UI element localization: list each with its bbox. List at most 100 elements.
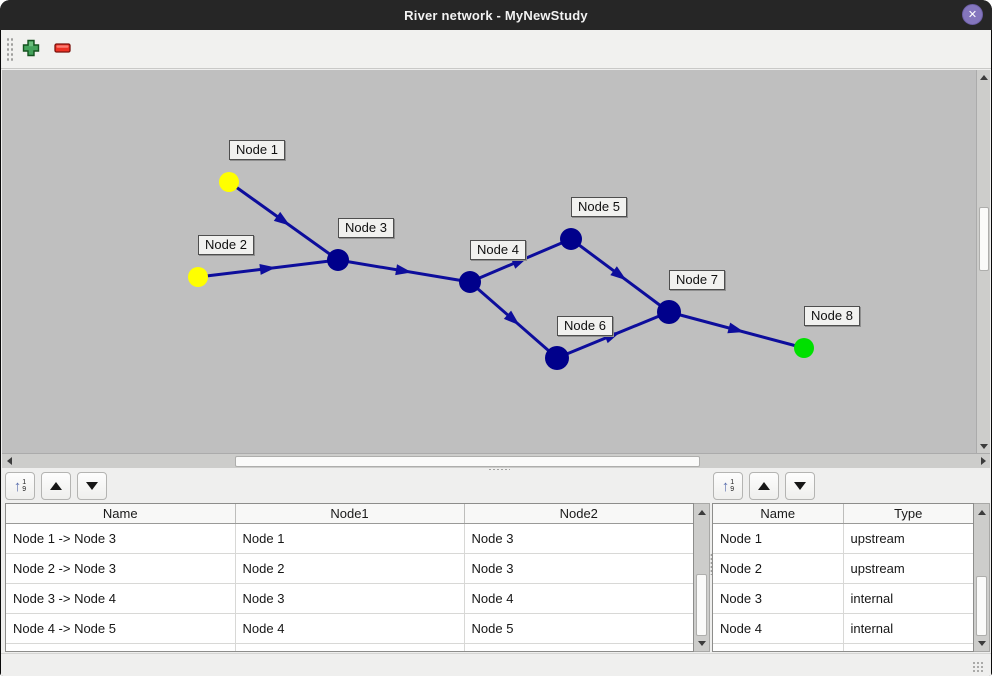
node-label-node-2[interactable]: Node 2 bbox=[198, 235, 254, 255]
canvas-horizontal-scrollbar[interactable] bbox=[2, 453, 990, 468]
edge-arrow-icon bbox=[273, 211, 291, 226]
node-node-6[interactable] bbox=[545, 346, 569, 370]
table-cell bbox=[843, 643, 973, 651]
scroll-down-icon[interactable] bbox=[977, 439, 991, 453]
node-node-2[interactable] bbox=[188, 267, 208, 287]
table-cell[interactable]: Node 1 bbox=[713, 523, 844, 554]
node-node-1[interactable] bbox=[219, 172, 239, 192]
table-cell[interactable]: Node 4 bbox=[713, 613, 844, 644]
scroll-left-icon[interactable] bbox=[2, 454, 16, 468]
links-move-down-button[interactable] bbox=[77, 472, 107, 500]
table-cell[interactable]: Node 3 bbox=[464, 553, 693, 584]
table-cell[interactable]: Node 2 bbox=[713, 553, 844, 584]
table-cell[interactable]: internal bbox=[843, 583, 973, 614]
table-cell[interactable]: Node 2 -> Node 3 bbox=[6, 553, 236, 584]
canvas-vertical-scrollbar[interactable] bbox=[976, 70, 990, 453]
scroll-up-icon[interactable] bbox=[694, 505, 709, 519]
scroll-up-icon[interactable] bbox=[974, 505, 989, 519]
scroll-down-icon[interactable] bbox=[974, 636, 989, 650]
table-cell[interactable]: Node 3 bbox=[235, 583, 465, 614]
edge-arrow-icon bbox=[259, 264, 276, 275]
nodes-table-scrollbar[interactable] bbox=[974, 503, 990, 652]
node-label-node-3[interactable]: Node 3 bbox=[338, 218, 394, 238]
node-node-4[interactable] bbox=[459, 271, 481, 293]
node-label-node-6[interactable]: Node 6 bbox=[557, 316, 613, 336]
links-table-scrollbar[interactable] bbox=[694, 503, 710, 652]
scroll-up-icon[interactable] bbox=[977, 70, 991, 84]
table-cell[interactable]: Node 3 bbox=[464, 523, 693, 554]
window-title: River network - MyNewStudy bbox=[404, 7, 588, 23]
edge-arrow-icon bbox=[727, 322, 745, 334]
panel-splitter-handle[interactable] bbox=[488, 468, 510, 471]
close-button[interactable]: ✕ bbox=[962, 4, 983, 25]
column-header-name[interactable]: Name bbox=[713, 504, 844, 524]
column-header-node2[interactable]: Node2 bbox=[464, 504, 693, 524]
add-icon bbox=[22, 39, 40, 57]
nodes-move-down-button[interactable] bbox=[785, 472, 815, 500]
node-label-node-8[interactable]: Node 8 bbox=[804, 306, 860, 326]
node-node-8[interactable] bbox=[794, 338, 814, 358]
node-label-node-5[interactable]: Node 5 bbox=[571, 197, 627, 217]
table-cell bbox=[713, 643, 844, 651]
node-label-node-1[interactable]: Node 1 bbox=[229, 140, 285, 160]
links-scroll-thumb[interactable] bbox=[696, 574, 707, 636]
column-header-name[interactable]: Name bbox=[6, 504, 236, 524]
column-header-type[interactable]: Type bbox=[843, 504, 973, 524]
vertical-scroll-thumb[interactable] bbox=[979, 207, 989, 271]
window-resize-grip[interactable] bbox=[972, 661, 984, 673]
network-diagram bbox=[188, 172, 814, 370]
table-cell[interactable]: upstream bbox=[843, 553, 973, 584]
move-up-icon bbox=[50, 482, 62, 490]
edge-arrow-icon bbox=[503, 310, 520, 326]
node-node-3[interactable] bbox=[327, 249, 349, 271]
table-cell[interactable]: internal bbox=[843, 613, 973, 644]
edge-arrow-icon bbox=[610, 266, 627, 281]
column-header-node1[interactable]: Node1 bbox=[235, 504, 465, 524]
table-cell[interactable]: Node 3 -> Node 4 bbox=[6, 583, 236, 614]
table-cell[interactable]: Node 4 bbox=[235, 613, 465, 644]
table-cell[interactable]: Node 1 -> Node 3 bbox=[6, 523, 236, 554]
node-node-5[interactable] bbox=[560, 228, 582, 250]
links-move-up-button[interactable] bbox=[41, 472, 71, 500]
node-label-node-4[interactable]: Node 4 bbox=[470, 240, 526, 260]
scroll-down-icon[interactable] bbox=[694, 636, 709, 650]
table-cell[interactable]: Node 3 bbox=[713, 583, 844, 614]
table-cell[interactable]: Node 4 -> Node 5 bbox=[6, 613, 236, 644]
toolbar-drag-handle[interactable] bbox=[6, 37, 13, 61]
node-node-7[interactable] bbox=[657, 300, 681, 324]
table-cell[interactable]: upstream bbox=[843, 523, 973, 554]
title-bar[interactable]: River network - MyNewStudy ✕ bbox=[0, 0, 992, 30]
nodes-scroll-thumb[interactable] bbox=[976, 576, 987, 636]
network-canvas[interactable]: Node 1 Node 2 Node 3 Node 4 Node 5 Node 6 Node… bbox=[2, 70, 976, 453]
table-cell[interactable]: Node 4 bbox=[464, 583, 693, 614]
scroll-right-icon[interactable] bbox=[976, 454, 990, 468]
table-cell[interactable]: Node 1 bbox=[235, 523, 465, 554]
close-icon: ✕ bbox=[967, 9, 978, 21]
add-button[interactable] bbox=[18, 35, 44, 61]
node-label-node-7[interactable]: Node 7 bbox=[669, 270, 725, 290]
table-cell[interactable]: Node 2 bbox=[235, 553, 465, 584]
move-down-icon bbox=[86, 482, 98, 490]
horizontal-scroll-thumb[interactable] bbox=[235, 456, 700, 467]
table-splitter-handle[interactable] bbox=[710, 553, 713, 575]
nodes-move-up-button[interactable] bbox=[749, 472, 779, 500]
table-cell[interactable]: Node 5 bbox=[464, 613, 693, 644]
remove-button[interactable] bbox=[50, 35, 76, 61]
